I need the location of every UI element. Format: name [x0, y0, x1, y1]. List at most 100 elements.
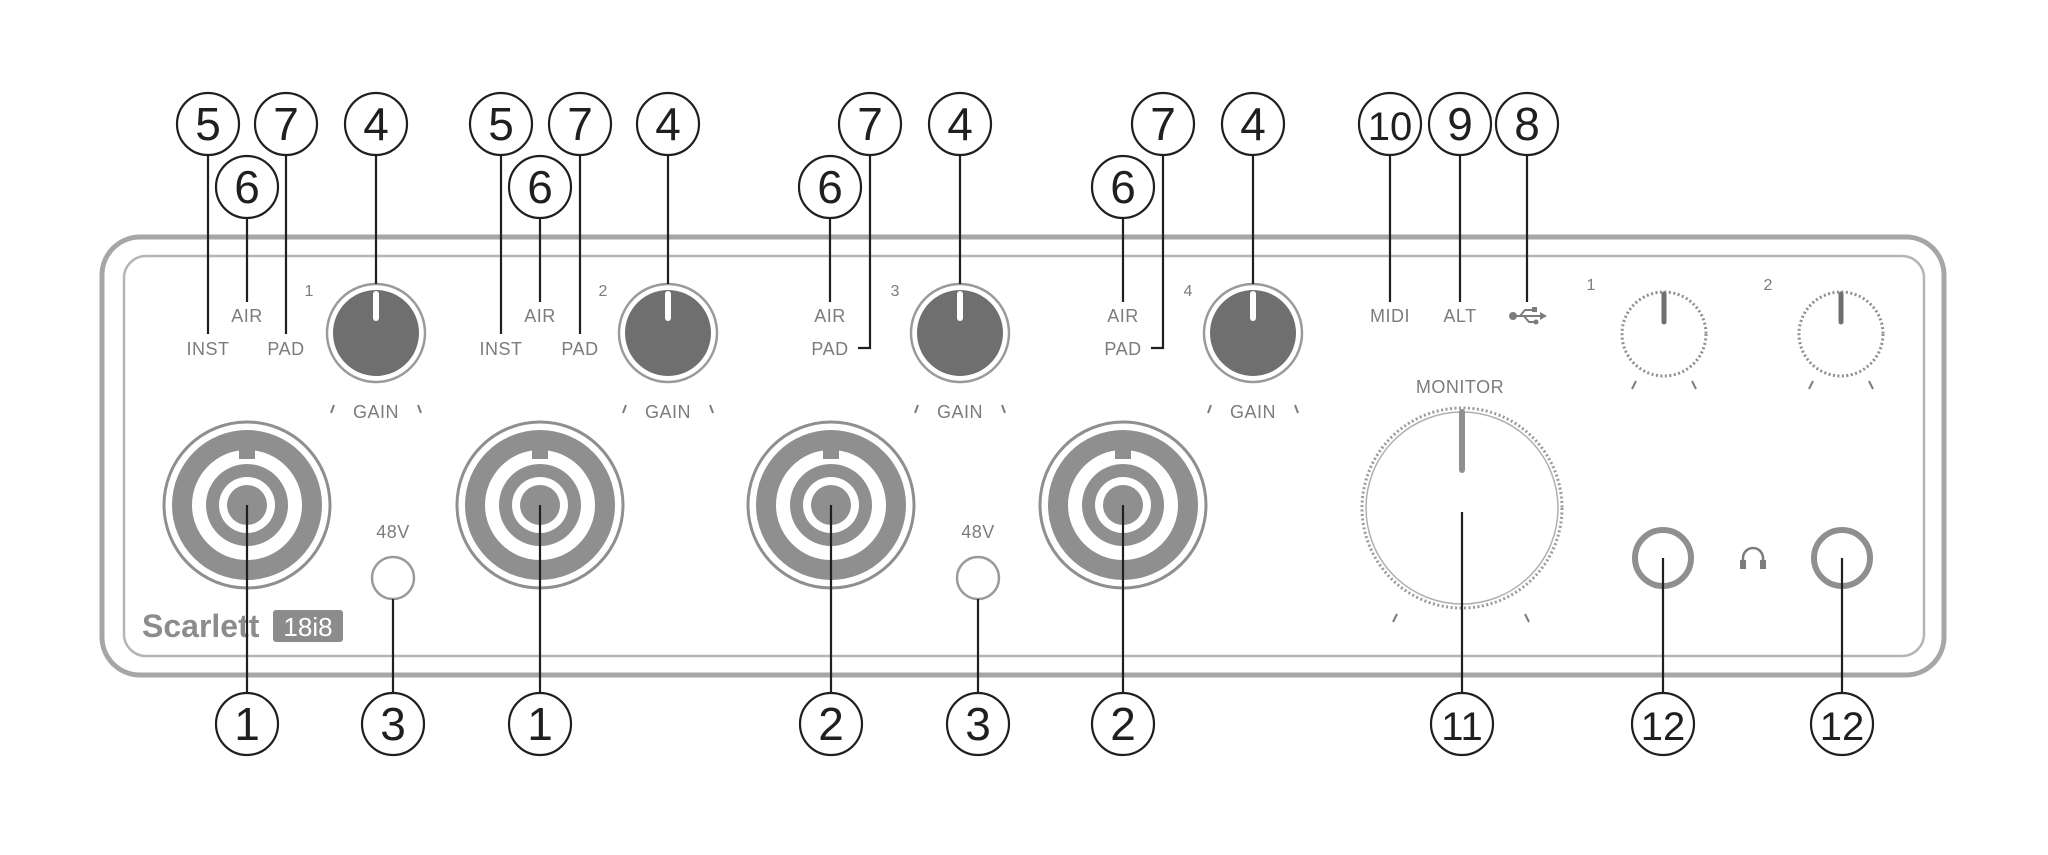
- callout-number: 6: [527, 161, 553, 213]
- pad-label: PAD: [561, 339, 598, 359]
- callout-number: 11: [1441, 705, 1483, 749]
- callout-number: 2: [1110, 698, 1136, 750]
- channel-1: INST AIR PAD 1 GAIN: [162, 282, 427, 590]
- phantom-power-3-4: 48V: [955, 522, 1001, 601]
- channel-number: 2: [599, 283, 608, 300]
- callout-number: 6: [817, 161, 843, 213]
- brand-logo: Scarlett 18i8: [142, 608, 343, 644]
- callout-number: 10: [1368, 105, 1413, 149]
- callout-number: 7: [273, 98, 299, 150]
- callout-number: 5: [195, 98, 221, 150]
- callout-number: 6: [1110, 161, 1136, 213]
- channel-number: 1: [305, 283, 314, 300]
- bottom-leader-lines: [245, 505, 1844, 694]
- callout-bubble: 11: [1429, 691, 1495, 757]
- callout-number: 4: [947, 98, 973, 150]
- callout-bubble: 3: [360, 691, 426, 757]
- headphone-section: 1 2: [1587, 277, 1885, 589]
- gain-knob[interactable]: [1202, 282, 1304, 384]
- gain-knob[interactable]: [325, 282, 427, 384]
- monitor-label: MONITOR: [1416, 377, 1504, 397]
- callout-number: 4: [1240, 98, 1266, 150]
- monitor-knob[interactable]: [1360, 406, 1564, 610]
- phantom-button[interactable]: [955, 555, 1001, 601]
- brand-name: Scarlett: [142, 608, 260, 644]
- gain-knob[interactable]: [909, 282, 1011, 384]
- monitor-section: MONITOR: [1360, 377, 1564, 623]
- callout-bubble: 4: [635, 91, 701, 157]
- callout-bubble: 2: [1090, 691, 1156, 757]
- callout-bubble: 7: [547, 91, 613, 157]
- callout-bubble: 12: [1630, 691, 1696, 757]
- callout-bubble: 3: [945, 691, 1011, 757]
- headphone-number: 2: [1764, 277, 1773, 294]
- phantom-button[interactable]: [370, 555, 416, 601]
- callout-bubble: 6: [1090, 154, 1156, 220]
- callout-bubble: 10: [1357, 91, 1423, 157]
- callout-number: 3: [380, 698, 406, 750]
- callout-number: 12: [1641, 705, 1686, 749]
- callout-bubble: 4: [343, 91, 409, 157]
- callout-bubble: 2: [798, 691, 864, 757]
- channel-number: 4: [1184, 283, 1193, 300]
- callout-bubble: 6: [214, 154, 280, 220]
- headphone-level-knob-1[interactable]: [1620, 290, 1708, 378]
- callout-number: 12: [1820, 705, 1865, 749]
- air-label: AIR: [814, 306, 846, 326]
- model-badge: [273, 610, 343, 642]
- callout-bubble: 1: [507, 691, 573, 757]
- callout-number: 1: [234, 698, 260, 750]
- model-name: 18i8: [283, 612, 332, 642]
- usb-icon: [1509, 307, 1547, 325]
- gain-label: GAIN: [1230, 402, 1276, 422]
- callout-number: 7: [1150, 98, 1176, 150]
- pad-label: PAD: [267, 339, 304, 359]
- callout-bubble: 7: [1130, 91, 1196, 157]
- phantom-label: 48V: [376, 522, 410, 542]
- callout-bubble: 5: [468, 91, 534, 157]
- callout-bubble: 5: [175, 91, 241, 157]
- callout-bubble: 8: [1494, 91, 1560, 157]
- callout-number: 8: [1514, 98, 1540, 150]
- inst-label: INST: [479, 339, 522, 359]
- alt-label: ALT: [1443, 306, 1476, 326]
- phantom-label: 48V: [961, 522, 995, 542]
- callout-number: 9: [1447, 98, 1473, 150]
- callout-number: 4: [363, 98, 389, 150]
- callout-number: 7: [567, 98, 593, 150]
- midi-label: MIDI: [1370, 306, 1410, 326]
- gain-label: GAIN: [937, 402, 983, 422]
- callout-bubble: 7: [253, 91, 319, 157]
- gain-knob[interactable]: [617, 282, 719, 384]
- headphone-level-knob-2[interactable]: [1797, 290, 1885, 378]
- pad-label: PAD: [811, 339, 848, 359]
- callout-number: 1: [527, 698, 553, 750]
- callout-number: 4: [655, 98, 681, 150]
- callout-bubble: 7: [837, 91, 903, 157]
- gain-label: GAIN: [645, 402, 691, 422]
- callout-number: 7: [857, 98, 883, 150]
- callout-bubble: 1: [214, 691, 280, 757]
- callout-number: 2: [818, 698, 844, 750]
- callout-bubble: 6: [797, 154, 863, 220]
- top-leader-lines: [206, 148, 1529, 350]
- callout-bubble: 12: [1809, 691, 1875, 757]
- top-callouts: 5 7 6 4 5 6 7 4 7 6 4 7 6 4 10 9 8: [175, 91, 1560, 220]
- callout-bubble: 4: [927, 91, 993, 157]
- gain-label: GAIN: [353, 402, 399, 422]
- channel-number: 3: [891, 283, 900, 300]
- bottom-callouts: 1 3 1 2 3 2 11 12 12: [214, 691, 1875, 757]
- callout-number: 6: [234, 161, 260, 213]
- air-label: AIR: [524, 306, 556, 326]
- callout-number: 3: [965, 698, 991, 750]
- air-label: AIR: [1107, 306, 1139, 326]
- pad-label: PAD: [1104, 339, 1141, 359]
- combo-input-jack[interactable]: [162, 420, 332, 590]
- callout-bubble: 9: [1427, 91, 1493, 157]
- callout-bubble: 4: [1220, 91, 1286, 157]
- callout-number: 5: [488, 98, 514, 150]
- inst-label: INST: [186, 339, 229, 359]
- headphone-number: 1: [1587, 277, 1596, 294]
